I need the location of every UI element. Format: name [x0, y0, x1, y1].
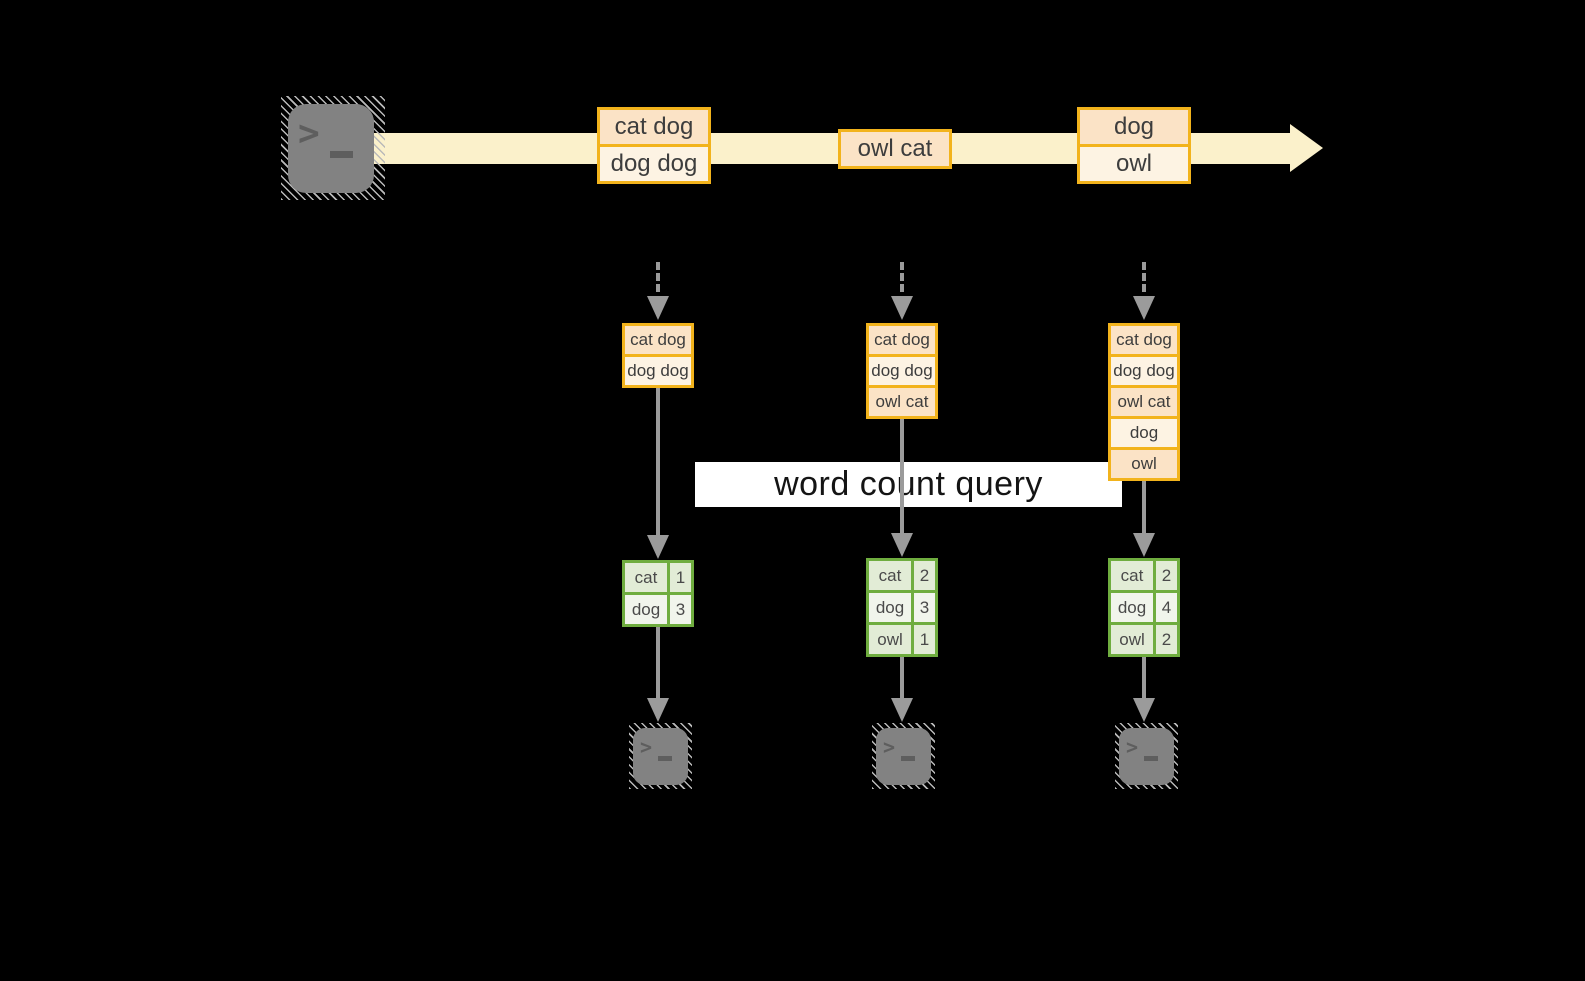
arrowhead-icon: [1133, 296, 1155, 320]
state-cell: cat dog: [869, 326, 935, 354]
record-cell: dog: [1080, 110, 1188, 144]
record-cell: dog dog: [600, 147, 708, 181]
count-cell: 2: [914, 561, 935, 590]
dashed-arrow-line: [656, 262, 660, 292]
state-cell: dog dog: [869, 357, 935, 385]
arrow-line: [1142, 657, 1146, 698]
count-cell: 3: [914, 593, 935, 622]
stream-arrowhead-icon: [1290, 124, 1323, 172]
stream-record-box-3: dog owl: [1077, 107, 1191, 184]
count-cell: 2: [1156, 625, 1177, 654]
terminal-prompt-glyph: >: [298, 113, 320, 154]
word-cell: owl: [1111, 625, 1153, 654]
dashed-arrow-line: [1142, 262, 1146, 292]
state-cell: dog: [1111, 419, 1177, 447]
arrowhead-icon: [647, 296, 669, 320]
terminal-icon: >: [872, 723, 935, 789]
state-box-3: cat dog dog dog owl cat dog owl: [1108, 323, 1180, 481]
state-box-2: cat dog dog dog owl cat: [866, 323, 938, 419]
arrow-line: [900, 657, 904, 698]
state-cell: dog dog: [625, 357, 691, 385]
arrowhead-icon: [891, 533, 913, 557]
query-label: word count query: [774, 465, 1043, 503]
arrow-line: [1142, 481, 1146, 533]
arrowhead-icon: [1133, 533, 1155, 557]
count-cell: 2: [1156, 561, 1177, 590]
count-table-1: cat 1 dog 3: [622, 560, 694, 627]
word-cell: dog: [1111, 593, 1153, 622]
terminal-prompt-glyph: >: [1126, 735, 1139, 759]
count-cell: 4: [1156, 593, 1177, 622]
arrowhead-icon: [1133, 698, 1155, 722]
terminal-icon: >: [1115, 723, 1178, 789]
stream-record-box-1: cat dog dog dog: [597, 107, 711, 184]
terminal-prompt-glyph: >: [640, 735, 653, 759]
terminal-icon: >: [281, 96, 385, 200]
count-cell: 1: [670, 563, 691, 592]
word-cell: cat: [869, 561, 911, 590]
state-cell: owl: [1111, 450, 1177, 478]
query-label-band: word count query: [695, 462, 1122, 507]
state-cell: dog dog: [1111, 357, 1177, 385]
state-cell: cat dog: [625, 326, 691, 354]
word-cell: cat: [625, 563, 667, 592]
arrowhead-icon: [891, 698, 913, 722]
arrow-line: [900, 419, 904, 533]
state-box-1: cat dog dog dog: [622, 323, 694, 388]
count-table-3: cat 2 dog 4 owl 2: [1108, 558, 1180, 657]
count-table-2: cat 2 dog 3 owl 1: [866, 558, 938, 657]
word-cell: dog: [625, 595, 667, 624]
terminal-prompt-glyph: >: [883, 735, 896, 759]
terminal-icon: >: [629, 723, 692, 789]
word-cell: owl: [869, 625, 911, 654]
word-cell: dog: [869, 593, 911, 622]
stream-record-box-2: owl cat: [838, 129, 952, 169]
count-cell: 3: [670, 595, 691, 624]
record-cell: owl cat: [841, 132, 949, 166]
record-cell: cat dog: [600, 110, 708, 144]
arrowhead-icon: [891, 296, 913, 320]
count-cell: 1: [914, 625, 935, 654]
arrowhead-icon: [647, 535, 669, 559]
state-cell: owl cat: [869, 388, 935, 416]
record-cell: owl: [1080, 147, 1188, 181]
dashed-arrow-line: [900, 262, 904, 292]
state-cell: owl cat: [1111, 388, 1177, 416]
arrow-line: [656, 388, 660, 536]
word-cell: cat: [1111, 561, 1153, 590]
state-cell: cat dog: [1111, 326, 1177, 354]
arrowhead-icon: [647, 698, 669, 722]
arrow-line: [656, 627, 660, 698]
